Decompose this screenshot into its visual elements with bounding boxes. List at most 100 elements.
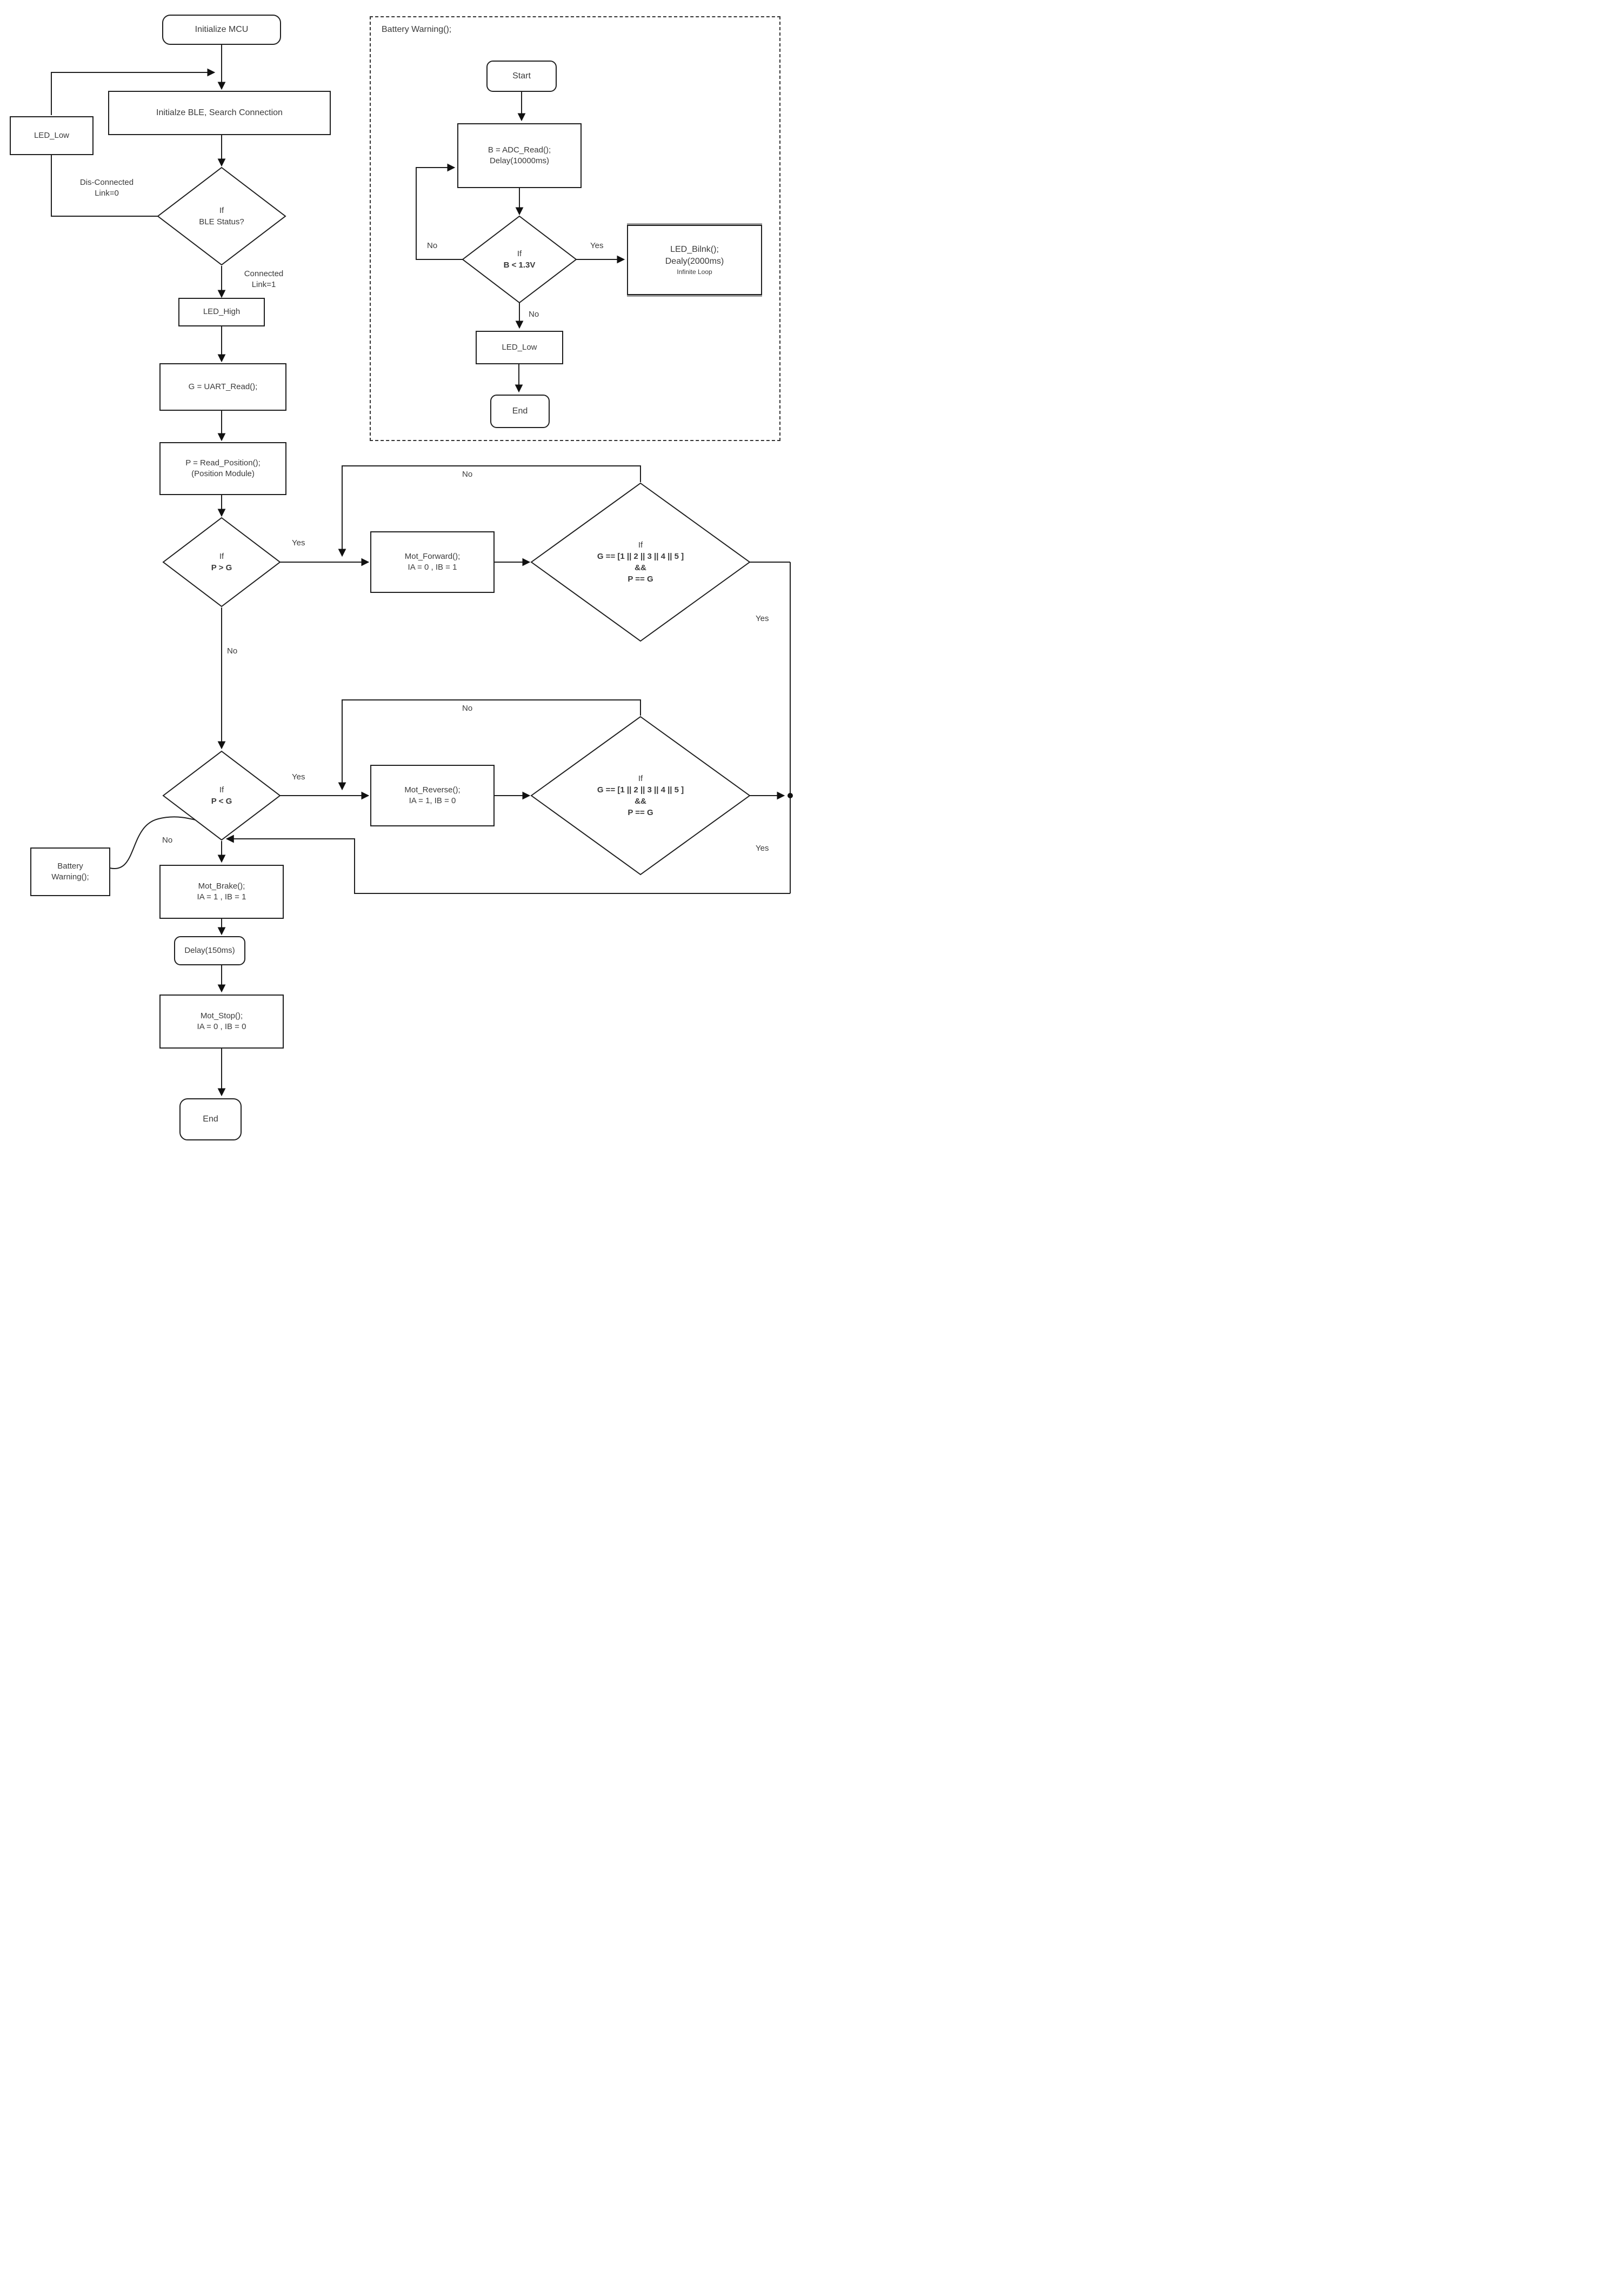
g-check-fwd-yes-label: Yes (756, 614, 769, 623)
end-sub-label: End (512, 406, 528, 416)
edge-disconnected (51, 155, 158, 217)
p-gt-g-yes-label: Yes (292, 538, 305, 548)
adc-read-line2: Delay(10000ms) (489, 156, 550, 165)
g-check-rev-line3: && (635, 797, 646, 806)
battery-warning-subroutine-frame (370, 16, 780, 441)
mot-reverse-line1: Mot_Reverse(); (404, 785, 461, 795)
led-blink-line1: LED_Bilnk(); (670, 245, 719, 255)
edge-d1-no-loop (338, 465, 641, 557)
b-check-yes-label: Yes (590, 241, 604, 250)
edge-battery-annotation (109, 816, 215, 870)
p-lt-g-diamond (162, 750, 281, 841)
ble-status-diamond (157, 166, 286, 266)
g-check-rev-yes-label: Yes (756, 844, 769, 853)
end-main-label: End (203, 1114, 218, 1124)
dis-connected-label: Dis-Connected Link=0 (62, 177, 151, 198)
led-high-process: LED_High (178, 298, 265, 326)
p-gt-g-line1: If (219, 552, 224, 561)
flowchart-canvas: Initialize MCU Initialze BLE, Search Con… (0, 0, 807, 1148)
p-lt-g-line1: If (219, 785, 224, 795)
led-low-sub-label: LED_Low (502, 342, 537, 352)
ble-status-line1: If (219, 206, 224, 215)
g-check-fwd-line2: G == [1 || 2 || 3 || 4 || 5 ] (597, 552, 684, 561)
led-low-sub-process: LED_Low (476, 331, 563, 364)
g-check-fwd-line1: If (638, 540, 643, 550)
g-check-forward-diamond (530, 482, 751, 642)
adc-read-line1: B = ADC_Read(); (488, 145, 551, 155)
dis-connected-line2: Link=0 (95, 188, 119, 198)
led-blink-process: LED_Bilnk(); Dealy(2000ms) Infinite Loop (627, 225, 762, 295)
uart-read-label: G = UART_Read(); (188, 382, 258, 391)
delay-label: Delay(150ms) (184, 945, 235, 955)
led-low-process: LED_Low (10, 116, 94, 155)
mot-stop-process: Mot_Stop(); IA = 0 , IB = 0 (159, 995, 284, 1049)
led-blink-line3: Infinite Loop (677, 268, 712, 276)
mot-reverse-line2: IA = 1, IB = 0 (409, 796, 456, 805)
b-check-no-down-label: No (529, 310, 539, 319)
mot-brake-line1: Mot_Brake(); (198, 881, 245, 891)
g-check-reverse-diamond (530, 716, 751, 876)
p-gt-g-diamond (162, 517, 281, 608)
b-check-no-left-label: No (427, 241, 438, 250)
p-lt-g-diamond-text: If P < G (211, 784, 232, 807)
end-terminal-main: End (179, 1098, 242, 1140)
g-check-fwd-line3: && (635, 563, 646, 572)
init-mcu-terminal: Initialize MCU (162, 15, 281, 45)
b-check-line2: B < 1.3V (503, 261, 536, 270)
mot-brake-process: Mot_Brake(); IA = 1 , IB = 1 (159, 865, 284, 919)
edge-bcheck-no-loop (416, 163, 463, 260)
g-check-rev-no-label: No (462, 704, 473, 713)
battery-annotation-line2: Warning(); (51, 872, 89, 882)
ble-init-process: Initialze BLE, Search Connection (108, 91, 331, 135)
ble-init-label: Initialze BLE, Search Connection (156, 108, 283, 118)
start-sub-label: Start (512, 71, 531, 81)
dis-connected-line1: Dis-Connected (79, 178, 134, 187)
connector-layer (51, 45, 793, 1097)
p-gt-g-diamond-text: If P > G (211, 551, 232, 573)
start-terminal-sub: Start (486, 61, 557, 92)
g-check-forward-text: If G == [1 || 2 || 3 || 4 || 5 ] && P ==… (597, 539, 684, 585)
edge-ledlow-return (51, 68, 216, 115)
adc-read-process: B = ADC_Read(); Delay(10000ms) (457, 123, 582, 188)
mot-brake-line2: IA = 1 , IB = 1 (197, 892, 246, 902)
led-low-label: LED_Low (34, 130, 70, 140)
init-mcu-label: Initialize MCU (195, 25, 249, 35)
g-check-rev-line2: G == [1 || 2 || 3 || 4 || 5 ] (597, 785, 684, 795)
battery-warning-annotation: Battery Warning(); (30, 847, 110, 896)
end-terminal-sub: End (490, 395, 550, 428)
subroutine-title: Battery Warning(); (382, 25, 452, 34)
p-gt-g-no-label: No (227, 646, 238, 656)
connected-line1: Connected (244, 269, 284, 278)
mot-forward-line2: IA = 0 , IB = 1 (408, 563, 457, 572)
g-check-rev-line4: P == G (628, 808, 653, 817)
p-lt-g-no-label: No (162, 836, 173, 845)
delay-process: Delay(150ms) (174, 936, 245, 965)
led-blink-line2: Dealy(2000ms) (665, 256, 724, 266)
p-lt-g-line2: P < G (211, 797, 232, 806)
edge-merge-back (225, 835, 790, 894)
connected-line2: Link=1 (251, 279, 276, 289)
uart-read-process: G = UART_Read(); (159, 363, 286, 411)
read-position-process: P = Read_Position(); (Position Module) (159, 442, 286, 495)
p-lt-g-yes-label: Yes (292, 772, 305, 782)
mot-stop-line2: IA = 0 , IB = 0 (197, 1022, 246, 1031)
mot-stop-line1: Mot_Stop(); (200, 1011, 243, 1020)
led-high-label: LED_High (203, 307, 241, 317)
read-position-line2: (Position Module) (191, 469, 255, 478)
mot-forward-line1: Mot_Forward(); (404, 551, 461, 561)
edge-d2-no-loop (338, 699, 641, 791)
battery-annotation-line1: Battery (57, 861, 83, 871)
g-check-reverse-text: If G == [1 || 2 || 3 || 4 || 5 ] && P ==… (597, 773, 684, 818)
b-check-line1: If (517, 249, 522, 258)
p-gt-g-line2: P > G (211, 563, 232, 572)
g-check-rev-line1: If (638, 774, 643, 783)
g-check-fwd-line4: P == G (628, 575, 653, 584)
g-check-fwd-no-label: No (462, 470, 473, 479)
ble-status-line2: BLE Status? (199, 217, 244, 226)
connected-label: Connected Link=1 (226, 269, 302, 290)
mot-reverse-process: Mot_Reverse(); IA = 1, IB = 0 (370, 765, 495, 826)
mot-forward-process: Mot_Forward(); IA = 0 , IB = 1 (370, 531, 495, 593)
b-check-diamond-text: If B < 1.3V (504, 248, 536, 271)
b-check-diamond (462, 215, 577, 304)
ble-status-diamond-text: If BLE Status? (199, 205, 244, 228)
